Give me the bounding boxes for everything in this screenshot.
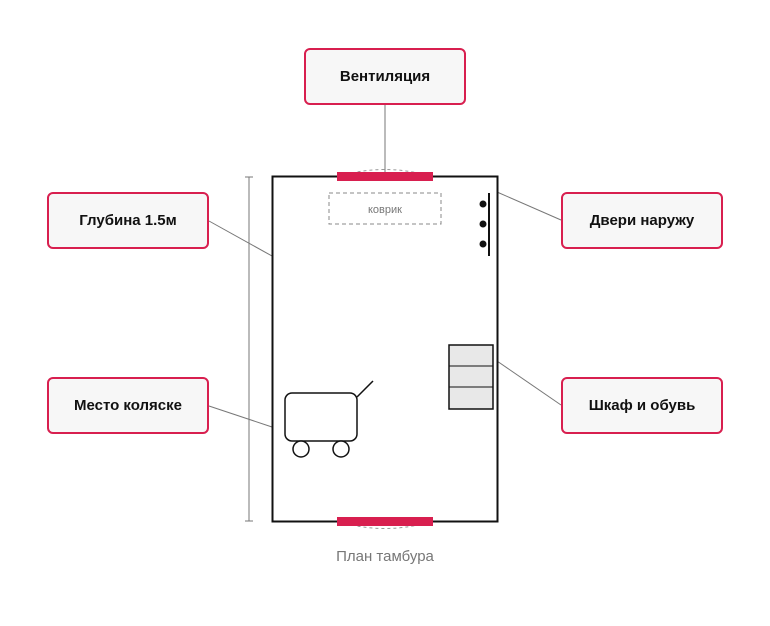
mat-outline: [328, 192, 442, 225]
callout-doors-outside-label: Двери наружу: [589, 212, 695, 229]
mat-label: коврик: [368, 204, 402, 216]
door-hook-1: [479, 200, 487, 208]
leader-doors: [496, 191, 562, 221]
leader-wardrobe: [496, 360, 562, 406]
callout-ventilation: Вентиляция: [304, 48, 466, 105]
wardrobe-icon: [448, 344, 494, 410]
callout-depth: Глубина 1.5м: [47, 192, 209, 249]
callout-wardrobe: Шкаф и обувь: [561, 377, 723, 434]
callout-stroller-spot: Место коляске: [47, 377, 209, 434]
bottom-door-bar: [337, 517, 433, 526]
diagram-caption: План тамбура: [336, 548, 434, 565]
depth-dimension-line: [245, 176, 253, 522]
callout-ventilation-label: Вентиляция: [339, 68, 431, 85]
callout-depth-label: Глубина 1.5м: [79, 212, 177, 229]
top-vent-bar: [337, 172, 433, 181]
callout-stroller-spot-label: Место коляске: [73, 397, 183, 414]
leader-depth: [208, 220, 273, 257]
door-hook-3: [479, 240, 487, 248]
stroller-icon: [284, 380, 374, 458]
callout-wardrobe-label: Шкаф и обувь: [588, 397, 696, 414]
door-hook-2: [479, 220, 487, 228]
callout-doors-outside: Двери наружу: [561, 192, 723, 249]
leader-stroller: [208, 405, 273, 428]
